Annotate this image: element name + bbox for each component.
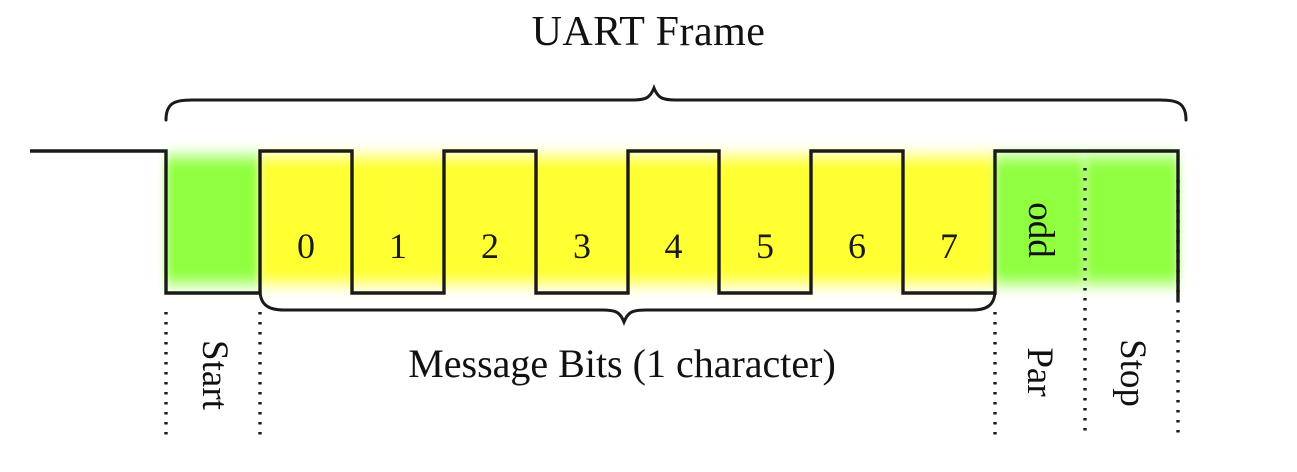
bit-label-4: 4 (664, 226, 683, 266)
bit-label-3: 3 (573, 226, 591, 266)
message-bits-caption: Message Bits (1 character) (408, 341, 836, 386)
axis-label-stop: Stop (1112, 339, 1154, 407)
page-title: UART Frame (531, 9, 766, 55)
stop-bit-band (1085, 146, 1178, 294)
axis-label-parity: Par (1019, 347, 1061, 397)
bit-label-2: 2 (481, 226, 499, 266)
start-bit-band (166, 146, 260, 294)
signal-waveform (30, 149, 1180, 300)
bit-label-6: 6 (848, 226, 866, 266)
bit-label-1: 1 (389, 226, 407, 266)
bit-label-7: 7 (940, 226, 958, 266)
parity-bit-band (995, 146, 1085, 294)
bit-label-0: 0 (297, 226, 315, 266)
uart-frame-brace (164, 83, 1188, 122)
boundary-dotted-lines (164, 168, 1180, 437)
message-bits-brace (258, 288, 997, 327)
axis-label-start: Start (194, 340, 236, 410)
bit-label-5: 5 (756, 226, 774, 266)
parity-odd-label: odd (1020, 202, 1062, 258)
